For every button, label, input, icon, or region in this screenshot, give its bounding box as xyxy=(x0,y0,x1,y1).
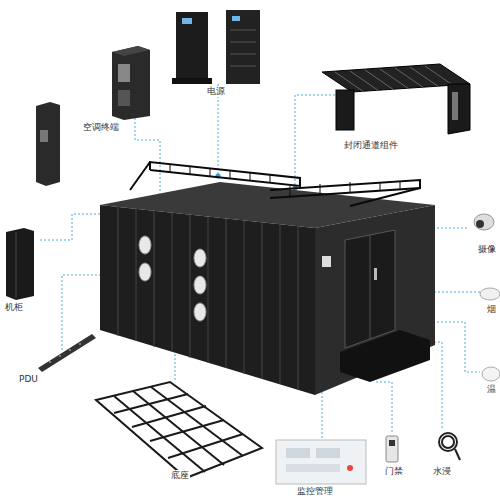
pdu xyxy=(38,334,96,372)
ups-units xyxy=(172,10,260,84)
cable-trays xyxy=(130,162,420,206)
callout-label: 电源 xyxy=(206,86,226,97)
callout-label: 摄像 xyxy=(477,244,497,255)
ac-unit xyxy=(112,46,150,120)
callout-label: 空调终端 xyxy=(82,122,120,133)
callout-label: 烟 xyxy=(486,304,497,315)
camera xyxy=(474,214,494,230)
base-frame xyxy=(96,382,262,478)
callout-label: 底座 xyxy=(170,470,190,481)
temp-humidity-sensor xyxy=(482,367,500,381)
leader-lines xyxy=(40,84,480,438)
callout-label: 水浸 xyxy=(432,466,452,477)
callout-label: 温 xyxy=(486,384,497,395)
callout-label: 封闭通道组件 xyxy=(343,140,399,151)
water-leak-sensor xyxy=(439,433,460,460)
aisle-frame xyxy=(322,64,470,134)
ac-small-unit xyxy=(36,102,60,186)
callout-label: PDU xyxy=(18,374,39,385)
door-access xyxy=(386,436,398,462)
callout-label: 机柜 xyxy=(4,302,24,313)
rack xyxy=(6,228,34,300)
callout-label: 门禁 xyxy=(384,466,404,477)
module-body xyxy=(100,182,435,395)
monitor-screen xyxy=(276,440,366,484)
callout-label: 监控管理 xyxy=(296,486,334,497)
smoke-detector xyxy=(480,288,500,300)
